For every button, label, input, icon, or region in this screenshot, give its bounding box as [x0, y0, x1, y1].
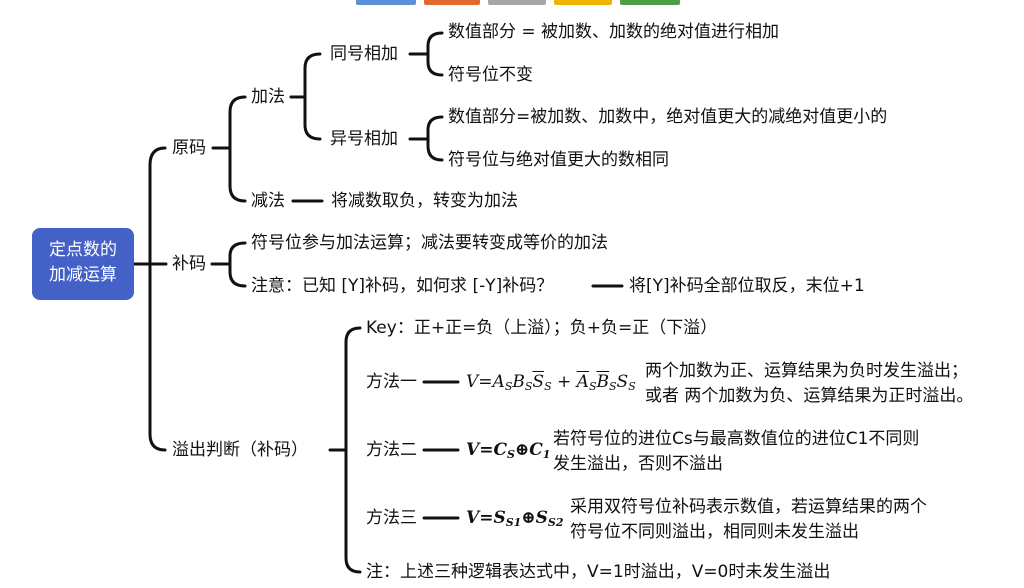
node-yuanma[interactable]: 原码: [172, 138, 206, 158]
same-sign-rule-2[interactable]: 符号位不变: [448, 65, 533, 85]
toolbar-strip-blue: [356, 0, 416, 5]
diff-sign-rule-1[interactable]: 数值部分=被加数、加数中，绝对值更大的减绝对值更小的: [448, 107, 888, 127]
method-1-desc-1[interactable]: 两个加数为正、运算结果为负时发生溢出；: [645, 361, 968, 381]
node-subtract[interactable]: 减法: [251, 191, 285, 211]
root-line-2: 加减运算: [49, 265, 117, 285]
method-2-desc-1[interactable]: 若符号位的进位Cs与最高数值位的进位C1不同则: [553, 429, 920, 449]
method-3-label[interactable]: 方法三: [366, 508, 417, 528]
node-diff-sign-add[interactable]: 异号相加: [330, 129, 398, 149]
node-same-sign-add[interactable]: 同号相加: [330, 44, 398, 64]
method-1-label[interactable]: 方法一: [366, 372, 417, 392]
toolbar-strip-gray: [488, 0, 546, 5]
method-2-label[interactable]: 方法二: [366, 440, 417, 460]
buma-rule-1[interactable]: 符号位参与加法运算；减法要转变成等价的加法: [251, 233, 608, 253]
root-line-1: 定点数的: [49, 240, 117, 260]
toolbar-strip-orange: [424, 0, 480, 5]
buma-note-result[interactable]: 将[Y]补码全部位取反，末位+1: [629, 276, 865, 296]
method-2-desc-2[interactable]: 发生溢出，否则不溢出: [553, 454, 723, 474]
subtract-rule[interactable]: 将减数取负，转变为加法: [331, 191, 518, 211]
node-overflow[interactable]: 溢出判断（补码）: [172, 440, 308, 460]
method-1-desc-2[interactable]: 或者 两个加数为负、运算结果为正时溢出。: [645, 386, 974, 406]
overflow-note[interactable]: 注：上述三种逻辑表达式中，V=1时溢出，V=0时未发生溢出: [366, 562, 831, 582]
buma-note[interactable]: 注意：已知 [Y]补码，如何求 [-Y]补码？: [251, 276, 554, 296]
toolbar-strip-green: [620, 0, 680, 5]
method-1-formula: V=ASBSSS + ASBSSS: [466, 372, 636, 393]
method-3-desc-1[interactable]: 采用双符号位补码表示数值，若运算结果的两个: [570, 497, 927, 517]
root-node[interactable]: 定点数的 加减运算: [32, 228, 134, 300]
method-3-formula: V=SS1⊕SS2: [466, 508, 564, 529]
overflow-key[interactable]: Key：正+正=负（上溢）；负+负=正（下溢）: [366, 318, 718, 338]
diff-sign-rule-2[interactable]: 符号位与绝对值更大的数相同: [448, 150, 669, 170]
node-buma[interactable]: 补码: [172, 254, 206, 274]
toolbar-strip-yellow: [554, 0, 612, 5]
same-sign-rule-1[interactable]: 数值部分 = 被加数、加数的绝对值进行相加: [448, 22, 780, 42]
node-add[interactable]: 加法: [251, 87, 285, 107]
method-3-desc-2[interactable]: 符号位不同则溢出，相同则未发生溢出: [570, 522, 859, 542]
method-2-formula: V=CS⊕C1: [466, 440, 551, 461]
